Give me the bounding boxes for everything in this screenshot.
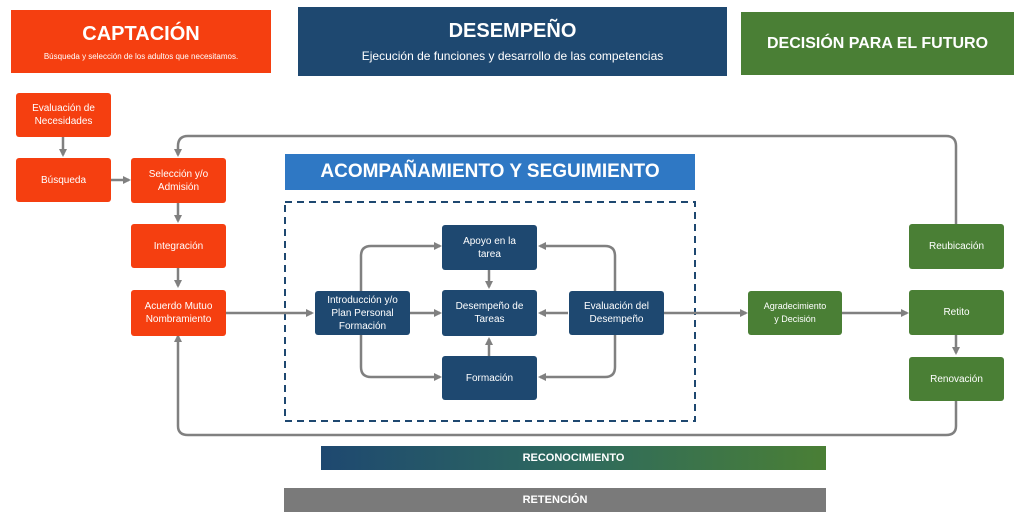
- node-introduccion: Introducción y/o Plan Personal Formación: [315, 291, 410, 335]
- node-reubicacion: Reubicación: [909, 224, 1004, 269]
- desempeno-title: DESEMPEÑO: [448, 20, 577, 42]
- node-busqueda: Búsqueda: [16, 158, 111, 202]
- node-desempeno-tareas: Desempeño de Tareas: [442, 290, 537, 336]
- node-acuerdo: Acuerdo Mutuo Nombramiento: [131, 290, 226, 336]
- desempeno-header: DESEMPEÑO Ejecución de funciones y desar…: [298, 7, 727, 76]
- acompanamiento-title: ACOMPAÑAMIENTO Y SEGUIMIENTO: [320, 161, 660, 182]
- node-retiro: Retito: [909, 290, 1004, 335]
- acompanamiento-title-box: ACOMPAÑAMIENTO Y SEGUIMIENTO: [285, 154, 695, 190]
- node-integracion: Integración: [131, 224, 226, 268]
- node-renovacion: Renovación: [909, 357, 1004, 401]
- node-evaluacion-necesidades: Evaluación de Necesidades: [16, 93, 111, 137]
- node-formacion: Formación: [442, 356, 537, 400]
- decision-title: DECISIÓN PARA EL FUTURO: [766, 34, 989, 52]
- retencion-bar: RETENCIÓN: [284, 488, 826, 512]
- captacion-title: CAPTACIÓN: [82, 22, 200, 45]
- reconocimiento-bar: RECONOCIMIENTO: [321, 446, 826, 470]
- captacion-header: CAPTACIÓN Búsqueda y selección de los ad…: [11, 10, 271, 73]
- captacion-subtitle: Búsqueda y selección de los adultos que …: [43, 51, 239, 61]
- decision-header: DECISIÓN PARA EL FUTURO: [741, 12, 1014, 75]
- node-seleccion: Selección y/o Admisión: [131, 158, 226, 203]
- desempeno-subtitle: Ejecución de funciones y desarrollo de l…: [361, 49, 664, 63]
- node-apoyo: Apoyo en la tarea: [442, 225, 537, 270]
- node-agradecimiento: Agradecimiento y Decisión: [748, 291, 842, 335]
- node-evaluacion-desempeno: Evaluación del Desempeño: [569, 291, 664, 335]
